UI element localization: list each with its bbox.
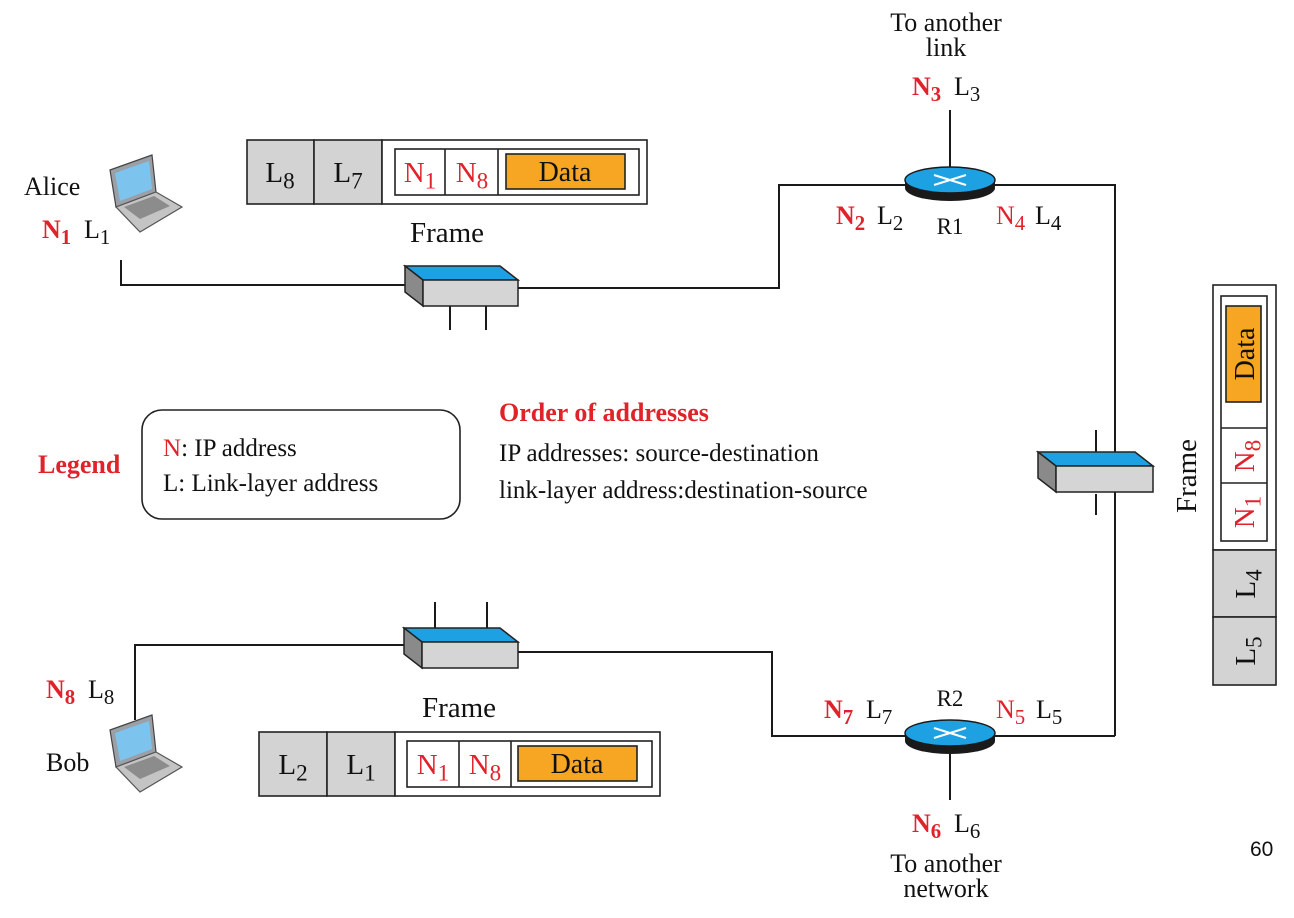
address-subscript: 6 xyxy=(970,820,980,843)
r1-name: R1 xyxy=(937,214,964,239)
switch-right xyxy=(1035,450,1156,494)
switch-top xyxy=(402,264,521,308)
address-subscript: 8 xyxy=(65,686,75,709)
r2-bottom-ip: N6 xyxy=(912,809,941,843)
frame-bottom-payload: Data xyxy=(551,749,604,780)
address-subscript: 1 xyxy=(438,760,450,786)
r1-caption-2: link xyxy=(926,33,966,62)
r2-left-link: L7 xyxy=(866,695,892,729)
order-link-line: link-layer address:destination-source xyxy=(499,477,868,504)
address-subscript: 4 xyxy=(1241,569,1267,581)
r2-right-ip: N5 xyxy=(996,695,1025,729)
address-subscript: 5 xyxy=(1241,636,1267,648)
address-subscript: 8 xyxy=(490,760,502,786)
address-subscript: 8 xyxy=(477,168,489,194)
r2-right-link: L5 xyxy=(1036,695,1062,729)
r2-left-ip: N7 xyxy=(824,695,853,729)
router-r1-icon xyxy=(904,166,996,201)
bob-ip: N8 xyxy=(46,675,75,709)
r1-top-ip: N3 xyxy=(912,72,941,106)
address-subscript: 1 xyxy=(100,226,110,249)
order-of-addresses: Order of addresses IP addresses: source-… xyxy=(499,398,868,504)
r2-name: R2 xyxy=(937,686,964,711)
address-subscript: 3 xyxy=(931,83,941,106)
address-subscript: 4 xyxy=(1015,212,1026,235)
r1-left-link: L2 xyxy=(877,201,903,235)
address-subscript: 7 xyxy=(351,168,363,194)
frame-top: L8 L7 N1 N8 Data Frame xyxy=(246,139,648,249)
order-ip-line: IP addresses: source-destination xyxy=(499,440,819,467)
r1-left-ip: N2 xyxy=(836,201,865,235)
page-number: 60 xyxy=(1250,838,1274,861)
frame-top-src-link: L7 xyxy=(333,157,362,194)
order-title: Order of addresses xyxy=(499,398,709,427)
legend-n-desc: : IP address xyxy=(181,435,297,462)
alice-labels: Alice N1 L1 xyxy=(24,172,110,249)
legend: Legend N: IP address L: Link-layer addre… xyxy=(38,409,461,520)
frame-top-caption: Frame xyxy=(410,217,484,249)
frame-right-payload: Data xyxy=(1230,327,1261,380)
address-subscript: 5 xyxy=(1015,706,1025,729)
bob-labels: N8 L8 Bob xyxy=(46,675,114,777)
legend-n-key: N xyxy=(163,435,181,462)
address-subscript: 7 xyxy=(882,706,892,729)
address-subscript: 1 xyxy=(364,760,376,786)
address-subscript: 2 xyxy=(855,212,865,235)
frame-right: Data N8 N1 L4 L5 Frame xyxy=(1171,284,1277,686)
legend-l-line: L: Link-layer address xyxy=(163,470,378,497)
router-r2-labels: R2 N7 L7 N5 L5 N6 L6 To another network xyxy=(824,686,1062,903)
legend-title: Legend xyxy=(38,450,121,479)
address-subscript: 7 xyxy=(843,706,853,729)
connection-lines xyxy=(120,110,1116,800)
switch-bottom xyxy=(401,626,521,670)
address-subscript: 2 xyxy=(893,212,903,235)
r2-bottom-link: L6 xyxy=(954,809,980,843)
router-r2-icon xyxy=(904,719,996,754)
alice-link: L1 xyxy=(84,215,110,249)
frame-right-caption: Frame xyxy=(1171,439,1203,513)
r2-caption-2: network xyxy=(903,874,988,903)
laptop-alice-icon xyxy=(109,154,184,233)
r1-caption-1: To another xyxy=(890,8,1002,37)
r1-right-link: L4 xyxy=(1035,201,1062,235)
address-subscript: 4 xyxy=(1051,212,1062,235)
address-subscript: 8 xyxy=(283,168,295,194)
address-subscript: 8 xyxy=(1240,440,1266,452)
alice-ip: N1 xyxy=(42,215,71,249)
router-r1-labels: To another link N3 L3 N2 L2 R1 N4 L4 xyxy=(836,8,1062,239)
address-subscript: 8 xyxy=(104,686,114,709)
r2-caption-1: To another xyxy=(890,849,1002,878)
address-subscript: 6 xyxy=(931,820,941,843)
r1-right-ip: N4 xyxy=(996,201,1026,235)
svg-text:N: IP address: N: IP address xyxy=(163,435,297,462)
bob-name: Bob xyxy=(46,748,89,777)
address-subscript: 3 xyxy=(970,83,980,106)
frame-bottom-caption: Frame xyxy=(422,692,496,724)
address-subscript: 5 xyxy=(1052,706,1062,729)
address-subscript: 1 xyxy=(1240,496,1266,508)
address-subscript: 1 xyxy=(61,226,71,249)
r1-top-link: L3 xyxy=(954,72,980,106)
address-subscript: 2 xyxy=(296,760,308,786)
bob-link: L8 xyxy=(88,675,114,709)
laptop-bob-icon xyxy=(109,714,184,793)
frame-top-payload: Data xyxy=(539,157,592,188)
frame-bottom: L2 L1 N1 N8 Data Frame xyxy=(258,692,661,797)
alice-name: Alice xyxy=(24,172,80,201)
address-subscript: 1 xyxy=(425,168,437,194)
